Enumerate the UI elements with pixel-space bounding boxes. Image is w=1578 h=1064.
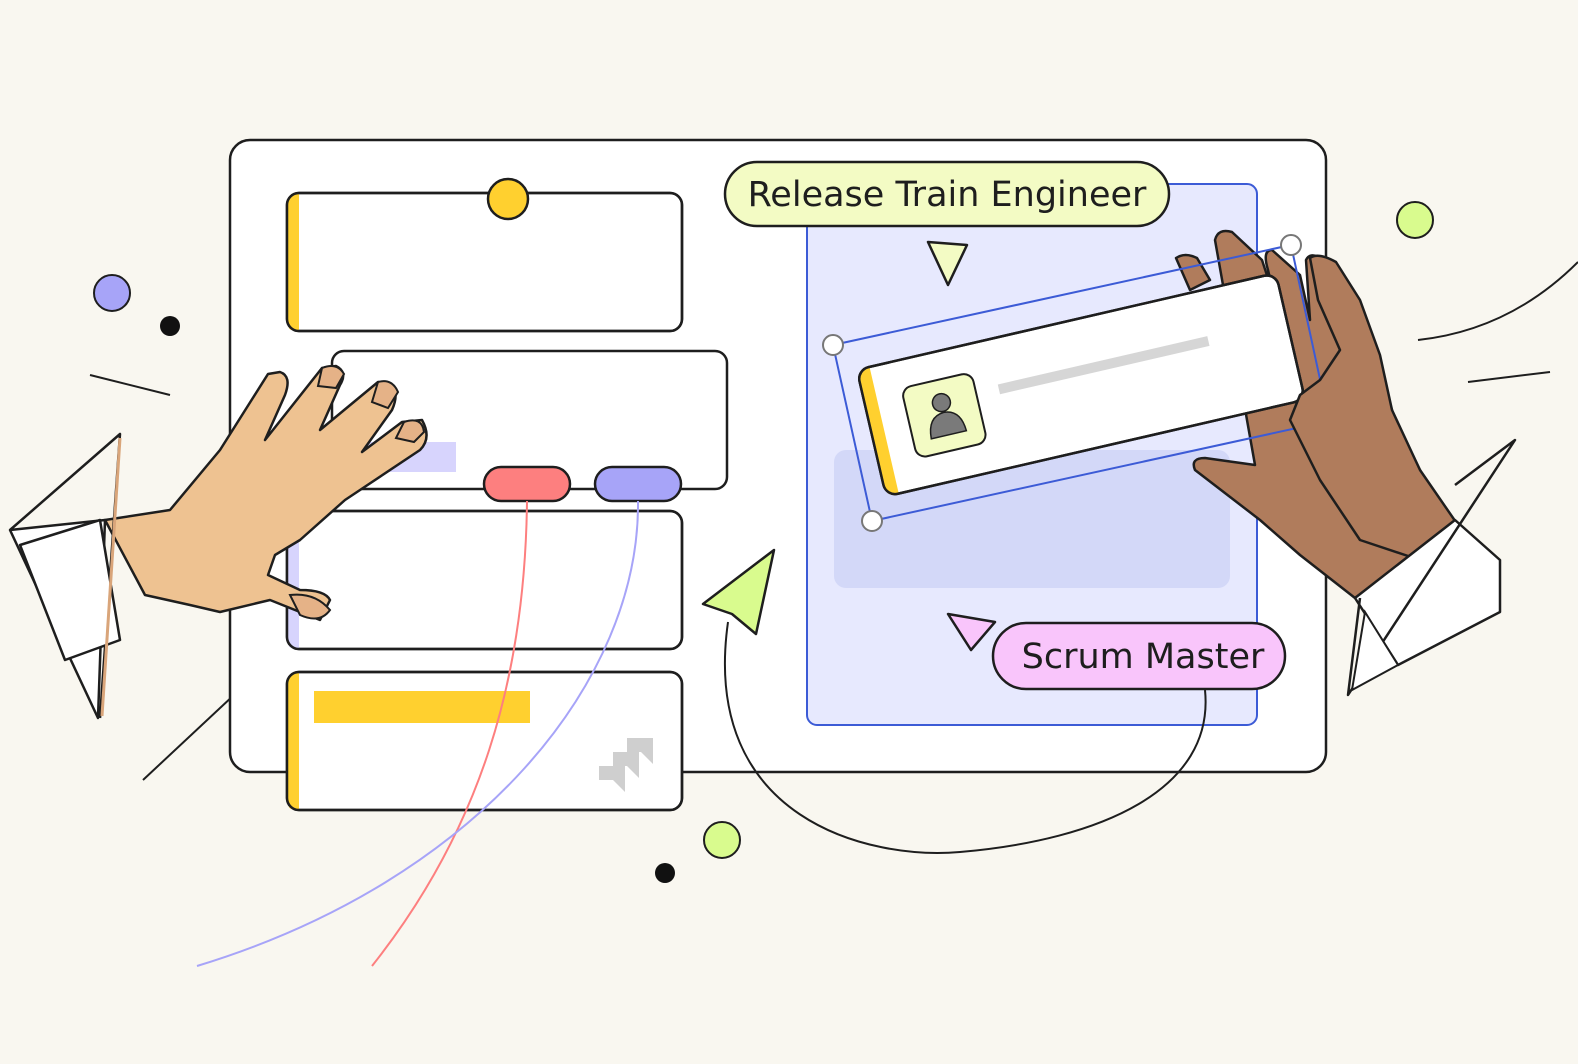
pink-cursor-icon (946, 612, 997, 652)
resize-handle[interactable] (861, 510, 883, 532)
scrum-master-label: Scrum Master (1022, 637, 1265, 677)
card-3[interactable] (285, 509, 684, 651)
deco-line (1467, 371, 1551, 383)
release-train-engineer-label: Release Train Engineer (748, 175, 1147, 215)
yellow-cursor-icon (926, 240, 969, 287)
lime-dot (1396, 201, 1434, 239)
release-train-engineer-tag: Release Train Engineer (723, 160, 1171, 228)
background-decorations (89, 201, 1578, 883)
right-hand-thumb (1288, 254, 1462, 562)
purple-dot (93, 274, 131, 312)
lime-dot (703, 821, 741, 859)
deco-line (89, 374, 171, 396)
card-1[interactable] (285, 191, 684, 333)
scrum-master-tag: Scrum Master (991, 621, 1287, 691)
purple-pill[interactable] (593, 465, 683, 503)
placeholder-text-line (997, 336, 1210, 395)
right-sleeve (1346, 438, 1517, 697)
deco-curve (1417, 261, 1578, 341)
yellow-bar (314, 691, 530, 723)
resize-handle[interactable] (1280, 234, 1302, 256)
green-cursor-icon (701, 548, 776, 636)
avatar (902, 373, 987, 458)
card-4[interactable] (285, 670, 684, 812)
dragged-card[interactable] (857, 273, 1305, 496)
left-hand (103, 364, 428, 622)
red-connector (371, 500, 528, 967)
purple-connector (196, 500, 640, 967)
black-dot (655, 863, 675, 883)
jira-logo-icon (599, 738, 653, 792)
black-dot (160, 316, 180, 336)
yellow-pin (486, 177, 530, 221)
person-icon (929, 392, 968, 440)
left-sleeve (8, 432, 122, 720)
red-pill[interactable] (482, 465, 572, 503)
loop-connector (724, 621, 1207, 854)
resize-handle[interactable] (822, 334, 844, 356)
